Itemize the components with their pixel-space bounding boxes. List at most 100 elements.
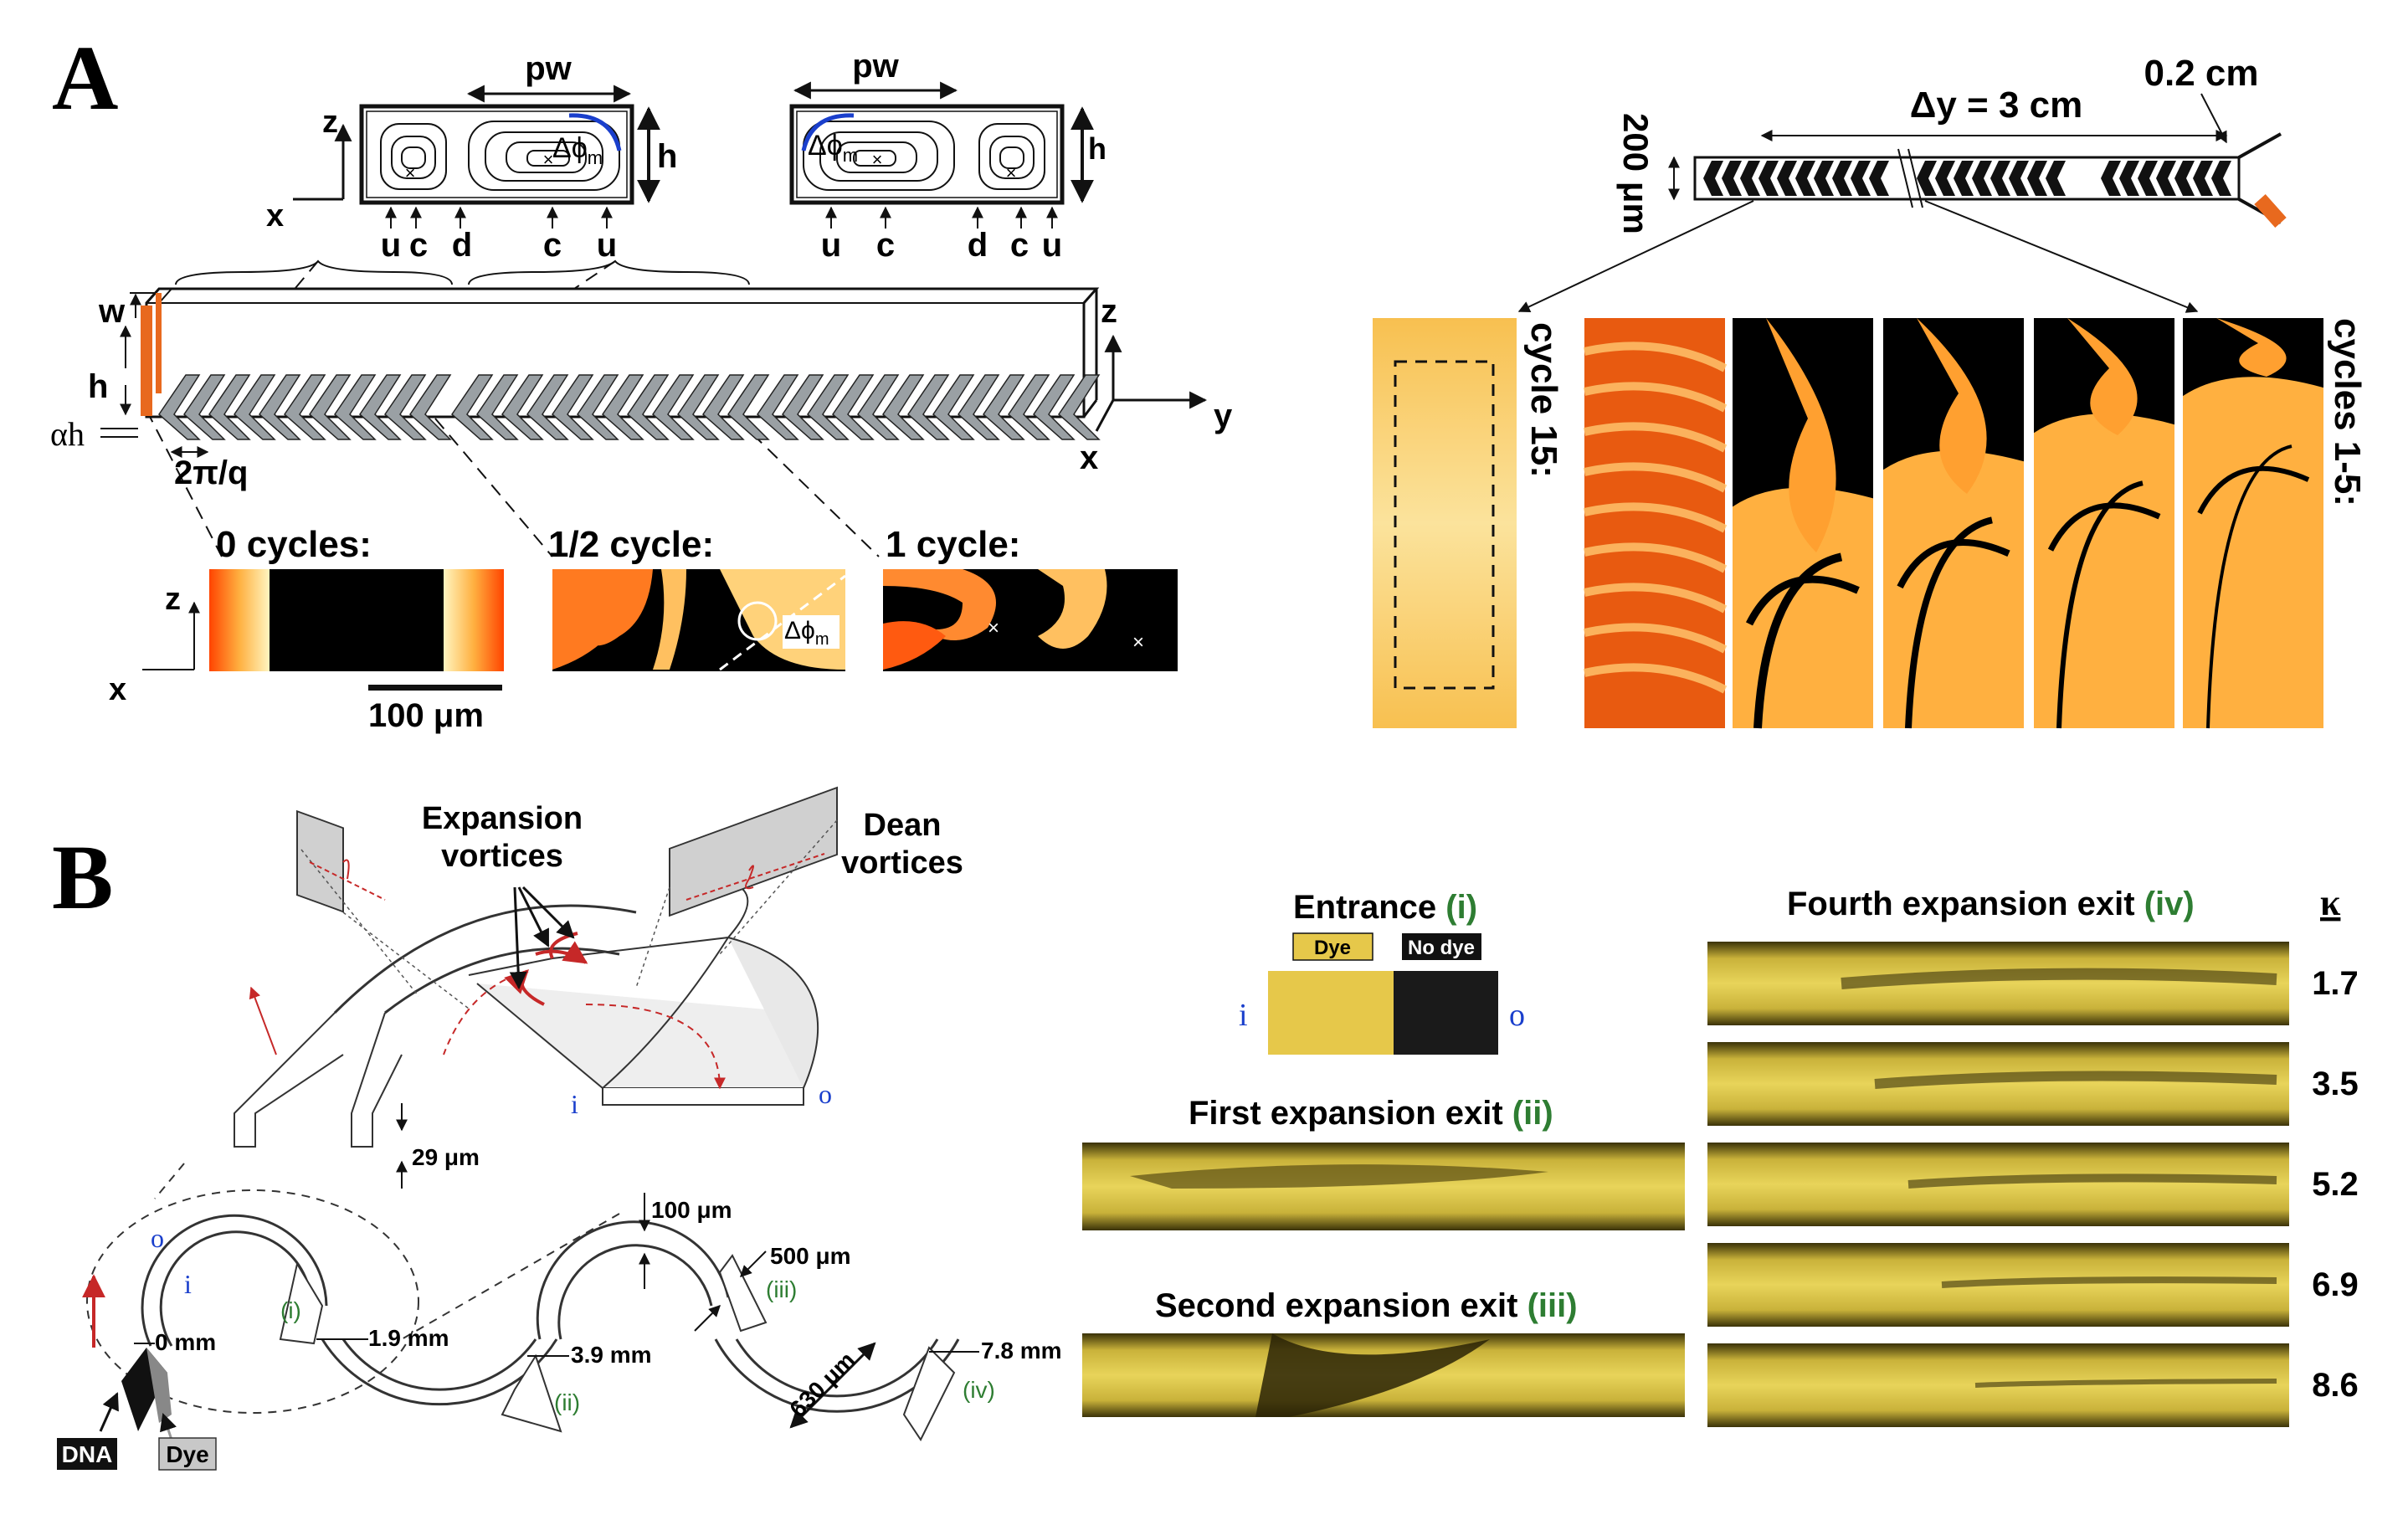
groove bbox=[409, 374, 452, 440]
x-axis-3d: x bbox=[1080, 439, 1098, 476]
marker-d-1: d bbox=[452, 227, 472, 264]
expansion-label-1: Expansion bbox=[422, 801, 583, 836]
groove bbox=[602, 374, 644, 440]
x-axis-snapshot: x bbox=[109, 672, 126, 707]
chevron bbox=[2211, 161, 2231, 196]
marker-d-2: d bbox=[968, 227, 988, 264]
groove bbox=[782, 374, 824, 440]
chevron bbox=[1869, 161, 1889, 196]
serpentine-schematic: DNA Dye o i 0 mm 1.9 mm 3.9 mm 7.8 mm (i… bbox=[57, 1163, 1062, 1471]
groove bbox=[577, 374, 619, 440]
cycles-1-5-label: cycles 1-5: bbox=[2327, 318, 2368, 506]
groove bbox=[526, 374, 569, 440]
pw-label-right: pw bbox=[852, 48, 899, 85]
kappa-value: 1.7 bbox=[2312, 965, 2359, 1002]
marker-u-3: u bbox=[821, 227, 841, 264]
phi-label-left: Δϕm bbox=[552, 132, 603, 168]
curved-channel-3d: Expansion vortices Dean vortices i o 29 … bbox=[234, 786, 963, 1189]
groove bbox=[309, 374, 352, 440]
groove bbox=[958, 374, 1000, 440]
groove bbox=[907, 374, 950, 440]
pw-label-left: pw bbox=[525, 50, 572, 87]
dean-label-2: vortices bbox=[841, 845, 963, 881]
cycle-images: cycle 15: cycles 1-5: bbox=[1373, 318, 2368, 729]
kappa-header: κ bbox=[2320, 882, 2341, 923]
groove bbox=[234, 374, 276, 440]
chevron bbox=[2101, 161, 2121, 196]
cycle-frame bbox=[1583, 318, 1728, 728]
dye-tag: Dye bbox=[1314, 937, 1351, 959]
marker-u-1: u bbox=[381, 227, 401, 264]
groove bbox=[284, 374, 326, 440]
chevron bbox=[1814, 161, 1834, 196]
groove bbox=[1008, 374, 1050, 440]
dim-500: 500 μm bbox=[770, 1243, 851, 1269]
groove bbox=[727, 374, 770, 440]
kappa-value: 6.9 bbox=[2312, 1266, 2359, 1303]
entrance-panel: Entrance (i) Dye No dye i o bbox=[1239, 889, 1525, 1055]
groove bbox=[359, 374, 402, 440]
chevron bbox=[2009, 161, 2029, 196]
groove bbox=[677, 374, 720, 440]
period-label: 2π/q bbox=[174, 454, 248, 491]
snapshot-title-1: 1/2 cycle: bbox=[548, 524, 714, 565]
dye-label-schematic: Dye bbox=[166, 1441, 208, 1467]
marker-u-4: u bbox=[1042, 227, 1062, 264]
no-dye-tag: No dye bbox=[1408, 937, 1475, 959]
w-label: w bbox=[98, 293, 126, 330]
h-label-left: h bbox=[657, 138, 677, 175]
groove bbox=[334, 374, 377, 440]
scale-bar bbox=[368, 685, 502, 691]
phi-label-snapshot: Δϕm bbox=[784, 617, 829, 649]
chevron bbox=[2046, 161, 2066, 196]
distance-0: 0 mm bbox=[155, 1329, 216, 1355]
marker-u-2: u bbox=[597, 227, 617, 264]
panel-letter-b: B bbox=[52, 826, 113, 928]
panel-letter-a: A bbox=[52, 27, 118, 129]
svg-text:×: × bbox=[1006, 162, 1017, 183]
entrance-title: Entrance (i) bbox=[1293, 889, 1477, 926]
first-expansion-title: First expansion exit (ii) bbox=[1189, 1095, 1553, 1132]
entrance-i-label: i bbox=[1239, 998, 1248, 1033]
groove bbox=[1058, 374, 1101, 440]
chevron bbox=[1990, 161, 2010, 196]
kappa-value: 5.2 bbox=[2312, 1166, 2359, 1203]
fourth-expansion-title: Fourth expansion exit (iv) bbox=[1787, 886, 2195, 922]
z-axis-left: z bbox=[322, 105, 338, 140]
chevron bbox=[2027, 161, 2047, 196]
width-label: 0.2 cm bbox=[2144, 53, 2259, 94]
chevron bbox=[1832, 161, 1852, 196]
svg-text:×: × bbox=[1132, 631, 1144, 654]
height-label: 200 μm bbox=[1616, 113, 1656, 234]
distance-3: 7.8 mm bbox=[981, 1338, 1062, 1364]
chevron bbox=[2156, 161, 2176, 196]
kappa-value: 3.5 bbox=[2312, 1066, 2359, 1102]
phi-label-right: Δϕm bbox=[808, 130, 858, 166]
scale-bar-label: 100 μm bbox=[368, 697, 484, 734]
groove bbox=[702, 374, 745, 440]
distance-2: 3.9 mm bbox=[571, 1342, 652, 1368]
groove bbox=[384, 374, 427, 440]
chevron bbox=[2138, 161, 2158, 196]
chevron bbox=[1777, 161, 1797, 196]
second-expansion-panel: Second expansion exit (iii) bbox=[1082, 1287, 1685, 1417]
groove bbox=[552, 374, 594, 440]
groove bbox=[807, 374, 850, 440]
groove bbox=[183, 374, 226, 440]
snapshots: 0 cycles: 1/2 cycle: 1 cycle: Δϕm × × z … bbox=[109, 524, 1178, 734]
stage-label-i: (i) bbox=[280, 1297, 301, 1323]
groove bbox=[832, 374, 875, 440]
z-axis-snapshot: z bbox=[165, 582, 181, 617]
groove bbox=[983, 374, 1025, 440]
marker-c-3: c bbox=[876, 227, 895, 264]
y-axis-3d: y bbox=[1214, 398, 1233, 434]
outer-label-3d: o bbox=[819, 1079, 832, 1109]
channel-3d: w h αh 2π/q z y x bbox=[50, 287, 1233, 491]
fourth-expansion-row: 8.6 bbox=[1707, 1343, 2359, 1427]
kappa-value: 8.6 bbox=[2312, 1367, 2359, 1404]
entrance-o-label: o bbox=[1509, 998, 1525, 1033]
groove bbox=[259, 374, 301, 440]
chevron bbox=[1759, 161, 1779, 196]
marker-c-2: c bbox=[543, 227, 562, 264]
